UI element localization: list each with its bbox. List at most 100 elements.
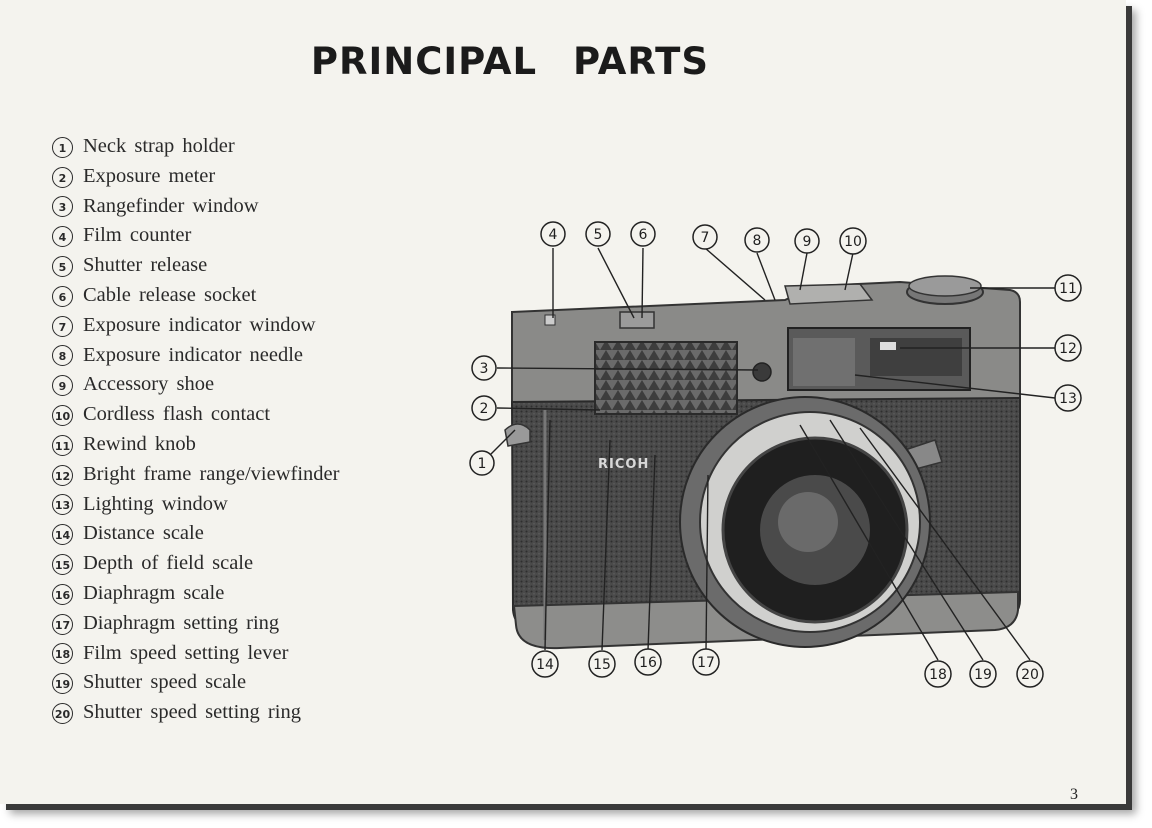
callout-17: 17	[692, 648, 720, 676]
list-item: 4 Film counter	[52, 221, 339, 251]
item-label: Cable release socket	[83, 283, 257, 306]
list-item: 1 Neck strap holder	[52, 132, 339, 162]
svg-text:12: 12	[1059, 341, 1077, 357]
list-item: 7 Exposure indicator window	[52, 311, 339, 341]
svg-text:16: 16	[639, 655, 657, 671]
shutter-release	[619, 311, 655, 329]
item-number: 5	[52, 255, 73, 277]
svg-text:19: 19	[974, 667, 992, 683]
callout-19: 19	[969, 660, 997, 688]
item-number: 19	[52, 673, 73, 695]
svg-text:7: 7	[701, 230, 710, 246]
item-label: Diaphragm setting ring	[83, 611, 280, 634]
item-label: Shutter speed scale	[83, 671, 247, 694]
item-number: 9	[52, 375, 73, 397]
callout-16: 16	[634, 648, 662, 676]
item-label: Exposure indicator window	[83, 313, 316, 336]
item-number: 7	[52, 315, 73, 337]
viewfinder-glass	[793, 338, 855, 386]
neck-strap-lug	[504, 423, 531, 447]
svg-text:9: 9	[803, 234, 812, 250]
callout-20: 20	[1016, 660, 1044, 688]
item-number: 15	[52, 553, 73, 575]
svg-text:2: 2	[480, 401, 489, 417]
callout-1: 1	[469, 450, 495, 476]
svg-text:3: 3	[480, 361, 489, 377]
camera-brand: RICOH	[598, 457, 649, 472]
list-item: 8 Exposure indicator needle	[52, 341, 339, 371]
svg-text:5: 5	[594, 227, 603, 243]
item-label: Film counter	[83, 224, 192, 247]
item-label: Accessory shoe	[83, 373, 215, 396]
leader-lines	[481, 247, 1056, 661]
list-item: 15 Depth of field scale	[52, 549, 339, 579]
lens-highlight	[778, 492, 838, 552]
item-number: 12	[52, 464, 73, 486]
svg-text:8: 8	[753, 233, 762, 249]
svg-text:17: 17	[697, 655, 715, 671]
item-number: 1	[52, 136, 73, 158]
item-label: Distance scale	[83, 522, 204, 545]
item-label: Exposure indicator needle	[83, 343, 304, 366]
list-item: 12 Bright frame range/viewfinder	[52, 460, 339, 490]
svg-text:11: 11	[1059, 281, 1077, 297]
callout-2: 2	[471, 395, 497, 421]
item-label: Neck strap holder	[83, 135, 235, 157]
item-label: Depth of field scale	[83, 552, 254, 575]
svg-text:13: 13	[1059, 391, 1077, 407]
callout-13: 13	[1054, 384, 1082, 412]
film-counter	[544, 314, 556, 326]
callout-11: 11	[1054, 274, 1082, 302]
svg-text:10: 10	[844, 234, 862, 250]
item-label: Rangefinder window	[83, 194, 259, 217]
item-label: Rewind knob	[83, 432, 196, 455]
list-item: 6 Cable release socket	[52, 281, 339, 311]
item-label: Cordless flash contact	[83, 403, 271, 426]
svg-text:4: 4	[549, 227, 558, 243]
camera-illustration: RICOH	[469, 221, 1082, 688]
accessory-shoe	[784, 283, 874, 305]
item-number: 6	[52, 285, 73, 307]
item-number: 8	[52, 345, 73, 367]
list-item: 13 Lighting window	[52, 490, 339, 520]
item-label: Diaphragm scale	[83, 581, 225, 604]
callout-6: 6	[630, 221, 656, 247]
svg-text:14: 14	[536, 657, 554, 673]
list-item: 19 Shutter speed scale	[52, 668, 339, 698]
list-item: 9 Accessory shoe	[52, 370, 339, 400]
callout-18: 18	[924, 660, 952, 688]
item-label: Bright frame range/viewfinder	[83, 462, 340, 485]
callout-5: 5	[585, 221, 611, 247]
item-number: 2	[52, 166, 73, 188]
list-item: 5 Shutter release	[52, 251, 339, 281]
callout-14: 14	[531, 650, 559, 678]
page-title: PRINCIPAL PARTS	[310, 40, 710, 83]
item-number: 11	[52, 434, 73, 456]
item-number: 13	[52, 494, 73, 516]
rewind-knob-top	[908, 275, 982, 297]
callout-10: 10	[839, 227, 867, 255]
svg-text:6: 6	[639, 227, 648, 243]
exposure-meter-cell	[594, 341, 738, 415]
item-number: 4	[52, 226, 73, 248]
item-label: Shutter speed setting ring	[83, 701, 301, 724]
page-number: 3	[1070, 786, 1078, 803]
item-label: Film speed setting lever	[83, 641, 289, 664]
svg-text:20: 20	[1021, 667, 1039, 683]
rangefinder-window	[752, 362, 772, 382]
svg-text:18: 18	[929, 667, 947, 683]
item-label: Shutter release	[83, 254, 208, 277]
callout-3: 3	[471, 355, 497, 381]
callout-9: 9	[794, 228, 820, 254]
svg-text:15: 15	[593, 657, 611, 673]
item-label: Exposure meter	[83, 164, 216, 187]
item-label: Lighting window	[83, 492, 228, 515]
